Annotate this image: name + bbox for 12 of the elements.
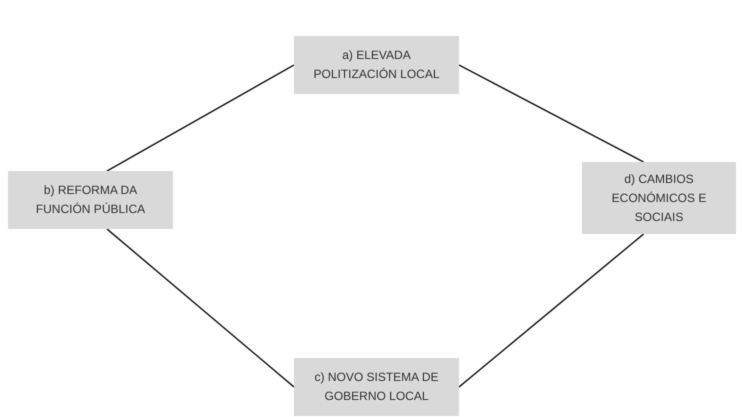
box-label: d) CAMBIOS ECONÓMICOS E SOCIAIS <box>610 170 708 226</box>
box-label: a) ELEVADA POLITIZACIÓN LOCAL <box>312 47 441 83</box>
connector-line <box>458 233 644 388</box>
connector-line <box>458 64 644 163</box>
box-label: c) NOVO SISTEMA DE GOBERNO LOCAL <box>313 369 440 405</box>
concept-box <box>294 36 459 94</box>
concept-box <box>8 171 173 229</box>
box-label: b) REFORMA DA FUNCIÓN PÚBLICA <box>34 182 146 218</box>
connector-line <box>106 228 294 388</box>
connector-line <box>106 64 294 172</box>
concept-box <box>582 162 736 234</box>
concept-box <box>294 358 459 416</box>
